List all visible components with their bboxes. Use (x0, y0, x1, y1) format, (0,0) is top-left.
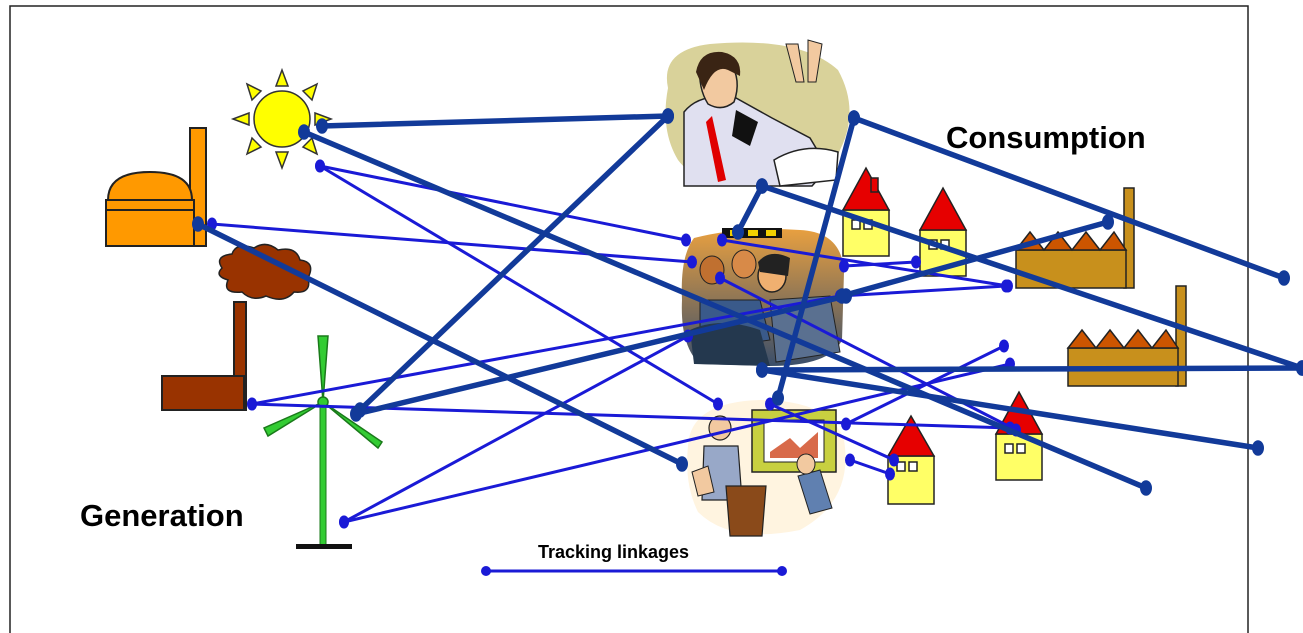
tracking-link-thick-end (298, 124, 310, 140)
tracking-links (192, 108, 1303, 529)
tracking-link-thin-end (911, 255, 921, 269)
tracking-link-thin (838, 284, 1008, 298)
tracking-link-thin (842, 260, 918, 268)
tracking-link-thick (839, 219, 1111, 299)
legend: Tracking linkages (481, 542, 787, 576)
consumption-label: Consumption (946, 120, 1146, 155)
tracking-link-thick-end (1102, 214, 1114, 230)
tracking-link-thick-end (848, 110, 860, 126)
tracking-link-thin-end (339, 515, 349, 529)
tracking-link-thin (210, 222, 694, 264)
tracking-link-thick-end (836, 288, 848, 304)
tracking-link-thick-end (772, 390, 784, 406)
tracking-link-thick (775, 115, 857, 401)
tracking-link-thick-end (756, 362, 768, 378)
tracking-link-thick (759, 365, 1303, 373)
wind-turbine-icon (262, 335, 384, 549)
tracking-link-thin-end (889, 453, 899, 467)
tracking-link-thin (318, 164, 688, 242)
tracking-link-thick-end (1252, 440, 1264, 456)
tracking-link-thick (735, 183, 765, 235)
tracking-link-thick (301, 129, 1149, 491)
tracking-link-thin-end (845, 453, 855, 467)
tracking-link-thin (844, 344, 1006, 426)
house-icon (886, 414, 936, 505)
sun-icon (230, 67, 334, 171)
biogas-plant-icon (105, 127, 207, 247)
tracking-link-thick-end (676, 456, 688, 472)
legend-link-end (481, 566, 491, 576)
factory-icon (1014, 187, 1135, 289)
tracking-link-thin-end (839, 259, 849, 273)
trader-phone-icon (665, 39, 850, 187)
tracking-link-thick (353, 293, 849, 417)
legend-link-end (777, 566, 787, 576)
tracking-link-thin-end (715, 271, 725, 285)
tracking-link-thick-end (756, 178, 768, 194)
tracking-link-thick-end (1278, 270, 1290, 286)
tracking-link-thin (720, 238, 1010, 288)
tracking-link-thin-end (687, 255, 697, 269)
tracking-link-thick (357, 113, 671, 413)
tracking-link-thick-end (350, 406, 362, 422)
tracking-link-thin-end (247, 397, 257, 411)
tracking-link-thin (342, 334, 690, 524)
tracking-link-thin-end (841, 417, 851, 431)
tracking-link-thin-end (1001, 279, 1011, 293)
tracking-link-thick (851, 115, 1287, 281)
tracking-link-thick-end (732, 224, 744, 240)
tracking-link-thick (759, 367, 1261, 451)
tracking-link-thick (195, 221, 685, 467)
tracking-link-thin (768, 402, 896, 462)
tracking-link-thin-end (681, 233, 691, 247)
house-icon (841, 166, 891, 257)
tracking-link-thick-end (1296, 360, 1303, 376)
tracking-link-thick-end (662, 108, 674, 124)
slide-frame (9, 5, 1249, 633)
tracking-link-thin-end (717, 233, 727, 247)
tracking-link-thin-end (315, 159, 325, 173)
tracking-link-thick (319, 113, 671, 129)
tracking-link-thin (250, 294, 842, 406)
tracking-link-thin (848, 458, 892, 476)
tracking-link-thick-end (192, 216, 204, 232)
tracking-link-thick-end (316, 118, 328, 134)
tracking-link-thick-end (1140, 480, 1152, 496)
tracking-link-thick (759, 183, 1303, 371)
tracking-link-thin-end (885, 467, 895, 481)
tracking-link-thin-end (713, 397, 723, 411)
tracking-link-thin-end (999, 339, 1009, 353)
legend-label: Tracking linkages (538, 542, 689, 562)
tracking-link-thin (318, 164, 720, 406)
generation-label: Generation (80, 498, 244, 533)
